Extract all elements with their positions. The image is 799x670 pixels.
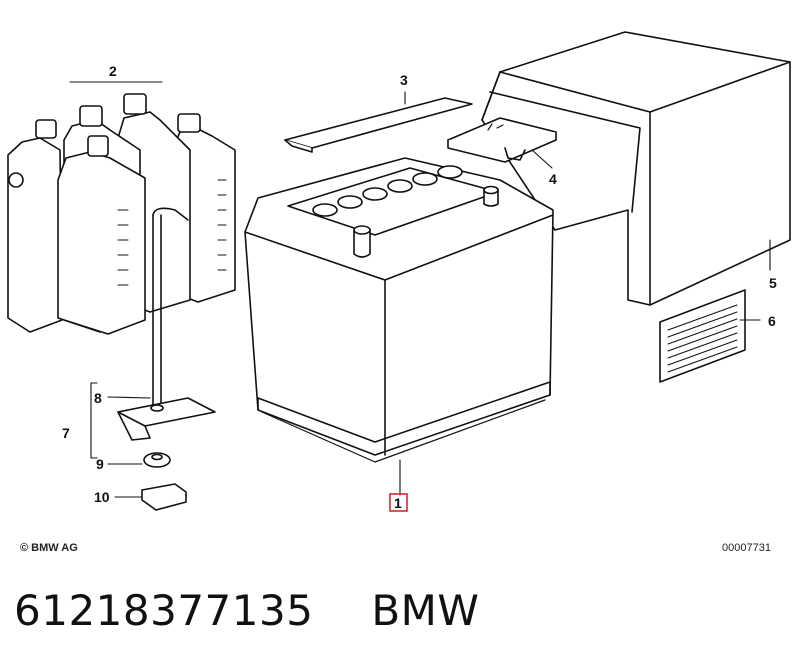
callout-1: 1 [394, 495, 402, 511]
leader-lines [69, 81, 771, 498]
drawing-number: 00007731 [722, 542, 771, 554]
hold-down-bracket [117, 207, 216, 511]
part-number: 61218377135 [14, 586, 314, 635]
callout-7: 7 [62, 425, 70, 441]
callout-5: 5 [769, 275, 777, 291]
water-bottles [7, 93, 236, 335]
copyright-notice: © BMW AG [20, 542, 78, 554]
battery [244, 157, 554, 463]
terminal-cover [447, 117, 557, 163]
callout-1-highlight: 1 [389, 493, 408, 512]
callout-9: 9 [96, 456, 104, 472]
callout-8: 8 [94, 390, 102, 406]
callout-3: 3 [400, 72, 408, 88]
caption: 61218377135 BMW [14, 586, 479, 635]
callout-2: 2 [109, 63, 117, 79]
top-strip-cover [284, 97, 473, 153]
battery-cover [481, 31, 791, 306]
callout-4: 4 [549, 171, 557, 187]
callout-10: 10 [94, 489, 110, 505]
brand-name: BMW [371, 586, 480, 635]
vent-grille [659, 289, 746, 383]
callout-6: 6 [768, 313, 776, 329]
